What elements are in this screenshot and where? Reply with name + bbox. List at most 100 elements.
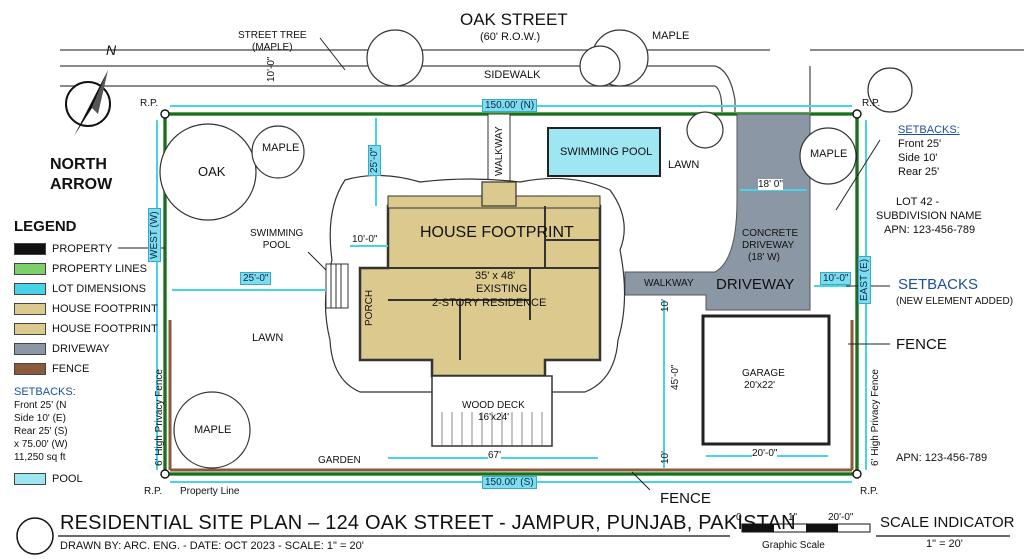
label-lawn-left: LAWN (252, 332, 284, 344)
dim-garage-45: 45'-0" (670, 364, 681, 390)
pool-shape (547, 127, 661, 177)
legend-swatch-lot-dimensions (14, 283, 46, 295)
dim-bottom: 150.00' (S) (482, 476, 537, 489)
rp-bottom-right: R.P. (860, 486, 879, 497)
dim-west: WEST (W) (148, 208, 161, 262)
compass-n: N (106, 42, 117, 58)
dim-front-setback: 25'-0" (368, 144, 381, 176)
dim-porch-width: 10'-0" (352, 234, 378, 245)
scale-tick-1: 1" (788, 512, 798, 523)
legend-item: LOT DIMENSIONS (14, 282, 146, 296)
label-apn-bottom: APN: 123-456-789 (896, 452, 988, 464)
drawn-by: DRAWN BY: ARC. ENG. - DATE: OCT 2023 - S… (60, 540, 364, 552)
dim-side-left: 25'-0" (240, 272, 272, 285)
legend-item: FENCE (14, 362, 89, 376)
corner-markers (160, 109, 862, 479)
legend-setback-line: Side 10' (E) (14, 413, 66, 424)
north-arrow-icon (65, 70, 111, 136)
graphic-scale-label: Graphic Scale (762, 540, 825, 551)
legend-setbacks-title: SETBACKS: (14, 386, 76, 398)
label-lawn-top: LAWN (668, 159, 700, 171)
legend-swatch-house-footprint-2 (14, 323, 46, 335)
deck-boards (441, 412, 543, 446)
dim-garage-20: 20'-0" (752, 448, 778, 459)
label-walkway-top: WALKWAY (494, 126, 505, 176)
right-setback-line: Rear 25' (898, 166, 940, 178)
label-property-line: Property Line (180, 486, 240, 497)
porch-step-lines (330, 264, 342, 308)
compass-label2: ARROW (50, 176, 113, 193)
street-trees (366, 29, 913, 113)
legend-pool-item: POOL (14, 472, 83, 486)
dim-east-10: 10'-0" (820, 272, 852, 285)
house-interior-walls (388, 206, 600, 360)
legend-swatch-fence (14, 363, 46, 375)
label-garage-2: 20'x22' (744, 380, 776, 391)
legend-item: HOUSE FOOTPRINT (14, 322, 158, 336)
lot-line-1: LOT 42 - (896, 196, 940, 208)
rp-top-left: R.P. (140, 98, 159, 109)
new-element-label: (NEW ELEMENT ADDED) (896, 296, 1014, 307)
dim-deck-67: 67' (488, 450, 502, 461)
legend-label: LOT DIMENSIONS (52, 283, 146, 295)
legend-setback-line: x 75.00' (W) (14, 439, 68, 450)
plan-title: RESIDENTIAL SITE PLAN – 124 OAK STREET -… (60, 512, 796, 534)
dim-garage-10b: 10' (660, 450, 671, 464)
label-residence-1: 35' x 48' (475, 270, 516, 282)
scale-tick-0: 0 (736, 512, 742, 523)
legend-setback-line: 11,250 sq ft (14, 452, 66, 463)
label-garden: GARDEN (318, 455, 361, 466)
label-concrete-1: CONCRETE (742, 228, 799, 239)
legend-item: DRIVEWAY (14, 342, 109, 356)
street-row: (60' R.O.W.) (480, 31, 541, 43)
legend-item: PROPERTY (14, 242, 112, 256)
legend-swatch-property (14, 243, 46, 255)
label-fence-callout-right: FENCE (896, 336, 947, 353)
legend-swatch-house-footprint (14, 303, 46, 315)
label-residence-3: 2-STORY RESIDENCE (432, 297, 547, 309)
label-maple-1: MAPLE (262, 142, 300, 154)
label-garage-1: GARAGE (742, 368, 785, 379)
label-house-footprint: HOUSE FOOTPRINT (420, 224, 574, 241)
right-setbacks-title: SETBACKS: (898, 124, 960, 136)
label-deck-1: WOOD DECK (462, 400, 525, 411)
label-walkway-side: WALKWAY (644, 278, 694, 289)
label-porch: PORCH (364, 289, 375, 326)
sidewalk-label: SIDEWALK (484, 69, 541, 81)
rp-top-right: R.P. (862, 98, 881, 109)
title-circle (16, 517, 54, 555)
legend-item: PROPERTY LINES (14, 262, 147, 276)
lot-line-3: APN: 123-456-789 (884, 224, 976, 236)
property-outline (164, 113, 858, 475)
label-deck-2: 16'x24' (478, 412, 510, 423)
label-maple-2: MAPLE (194, 424, 232, 436)
label-maple-3: MAPLE (810, 148, 848, 160)
dim-tenft: 10'-0" (266, 56, 277, 82)
right-setback-line: Side 10' (898, 152, 938, 164)
legend-label: POOL (52, 473, 83, 485)
label-fence-left: 6' High Privacy Fence (154, 369, 165, 466)
legend-setback-line: Rear 25' (S) (14, 426, 68, 437)
dim-drive-width: 18' 0" (758, 179, 783, 190)
label-concrete-2: DRIVEWAY (742, 240, 795, 251)
scale-indicator-label: SCALE INDICATOR (880, 514, 1015, 531)
label-fence-right: 6' High Privacy Fence (870, 369, 881, 466)
entry-stoop (481, 181, 517, 207)
dim-garage-10a: 10' (660, 298, 671, 312)
right-setback-line: Front 25' (898, 138, 942, 150)
legend-item: HOUSE FOOTPRINT (14, 302, 158, 316)
driveway-surface (624, 113, 811, 311)
legend-swatch-driveway (14, 343, 46, 355)
label-oak: OAK (198, 164, 226, 179)
label-concrete-3: (18' W) (748, 252, 780, 263)
label-driveway: DRIVEWAY (716, 276, 795, 293)
legend-swatch-pool (14, 473, 46, 485)
compass-label1: NORTH (50, 156, 107, 173)
porch-steps (325, 263, 349, 309)
lot-line-2: SUBDIVISION NAME (876, 210, 982, 222)
legend-title: LEGEND (14, 218, 77, 235)
scale-bar (741, 523, 871, 533)
label-pool: SWIMMING POOL (560, 146, 653, 158)
